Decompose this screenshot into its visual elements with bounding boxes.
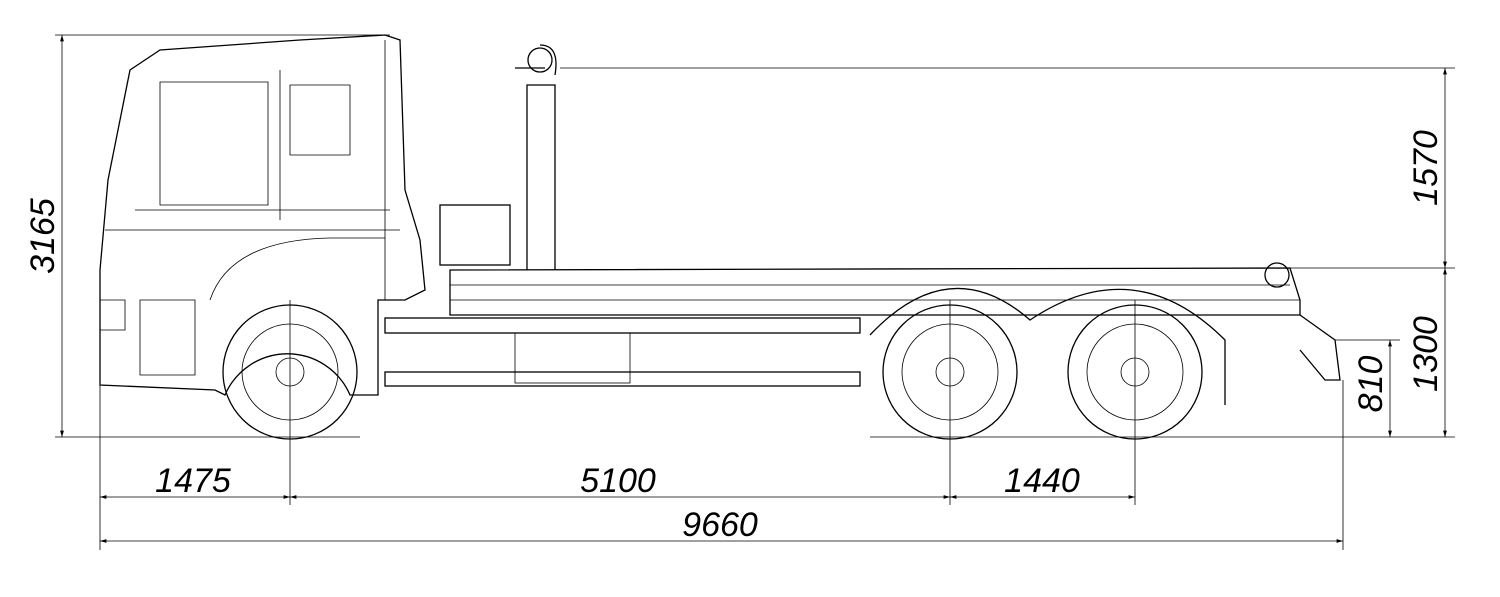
dim-hook-height: 1570: [1407, 130, 1445, 206]
dimension-lines: [60, 35, 1447, 543]
dim-wheelbase: 5100: [580, 462, 656, 500]
dim-frame-height: 1300: [1407, 316, 1445, 392]
dim-hitch-height: 810: [1352, 356, 1390, 413]
truck-outline: [99, 34, 1341, 438]
dim-rear-axle-spacing: 1440: [1004, 462, 1080, 500]
dim-overall-height: 3165: [24, 198, 62, 274]
dim-overall-length: 9660: [682, 506, 758, 544]
extension-lines: [55, 34, 1455, 550]
dim-front-overhang: 1475: [155, 462, 231, 500]
